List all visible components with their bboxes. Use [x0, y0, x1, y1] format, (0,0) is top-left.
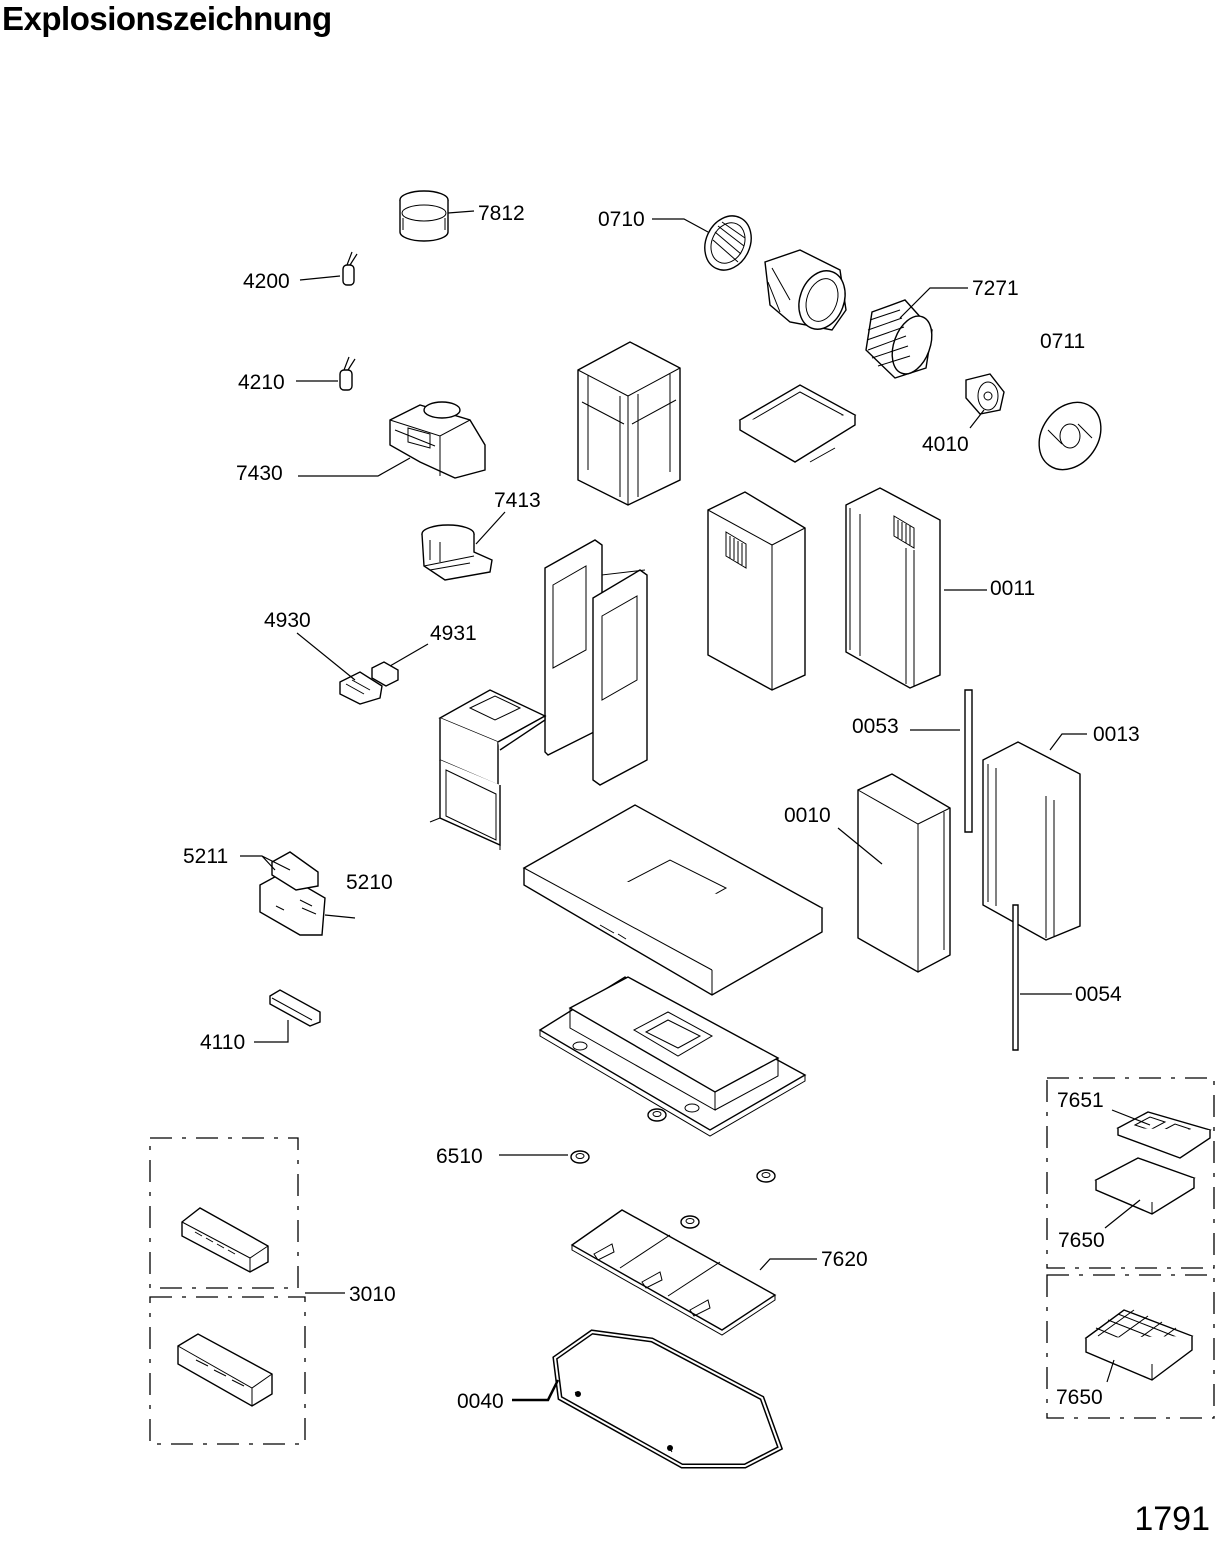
support-frame-part	[577, 341, 681, 506]
control-pcb-part	[259, 851, 356, 936]
inner-frame-part	[544, 539, 648, 786]
canopy-part	[522, 804, 824, 996]
part-labels: 7812 0710 4200 7271 0711 4210 4010 7430 …	[183, 202, 1140, 1413]
inner-tray-part	[538, 976, 807, 1137]
upper-chimney-front-part	[707, 491, 806, 691]
part-label: 4200	[243, 270, 290, 293]
part-label: 7620	[821, 1248, 868, 1271]
part-label: 7413	[494, 489, 541, 512]
trim-strip-part	[964, 689, 973, 833]
part-label: 4930	[264, 609, 311, 632]
capacitor-part	[339, 356, 356, 391]
part-label: 0010	[784, 804, 831, 827]
motor-plate-part	[1038, 401, 1102, 471]
electronics-housing-part	[429, 689, 547, 850]
part-label: 0710	[598, 208, 645, 231]
mounting-plate-part	[738, 384, 857, 463]
part-label: 0053	[852, 715, 899, 738]
part-label: 6510	[436, 1145, 483, 1168]
fan-housing-part	[764, 249, 847, 331]
part-label: 5211	[183, 845, 228, 868]
leader-lines	[240, 210, 1151, 1402]
terminal-block-part	[339, 671, 383, 705]
seal-frame-part	[552, 1329, 784, 1469]
part-label: 5210	[346, 871, 393, 894]
upper-chimney-rear-part	[845, 487, 941, 689]
lamp-part	[269, 989, 321, 1027]
part-label: 0013	[1093, 723, 1140, 746]
lamp-holder-part	[570, 1108, 776, 1229]
duct-collar-part	[399, 190, 449, 242]
lower-chimney-rear-part	[982, 741, 1081, 941]
filter-kit-group	[1046, 1077, 1215, 1269]
air-diverter-part	[389, 401, 486, 479]
part-label: 0711	[1040, 330, 1085, 353]
fan-wheel-part	[865, 299, 933, 379]
part-label: 7650	[1056, 1386, 1103, 1409]
duct-adapter-part	[421, 524, 493, 581]
part-label: 7650	[1058, 1229, 1105, 1252]
part-label: 7651	[1057, 1089, 1104, 1112]
motor-part	[965, 373, 1005, 415]
part-label: 7812	[478, 202, 525, 225]
control-module-group	[149, 1137, 306, 1445]
part-label: 4010	[922, 433, 969, 456]
part-label: 4931	[430, 622, 477, 645]
part-label: 7271	[972, 277, 1019, 300]
part-label: 0054	[1075, 983, 1122, 1006]
filter-alt-group	[1046, 1274, 1215, 1419]
part-label: 0011	[990, 577, 1035, 600]
trim-strip-part	[1012, 904, 1019, 1051]
part-label: 0040	[457, 1390, 504, 1413]
page-number: 1791	[1134, 1500, 1210, 1538]
grease-filter-part	[570, 1209, 777, 1336]
terminal-cover-part	[371, 661, 399, 687]
part-label: 4210	[238, 371, 285, 394]
lower-chimney-front-part	[857, 773, 951, 973]
part-label: 3010	[349, 1283, 396, 1306]
part-label: 4110	[200, 1031, 245, 1054]
motor-grille-part	[704, 215, 752, 271]
capacitor-part	[342, 251, 358, 286]
part-label: 7430	[236, 462, 283, 485]
page-title: Explosionszeichnung	[2, 0, 332, 37]
